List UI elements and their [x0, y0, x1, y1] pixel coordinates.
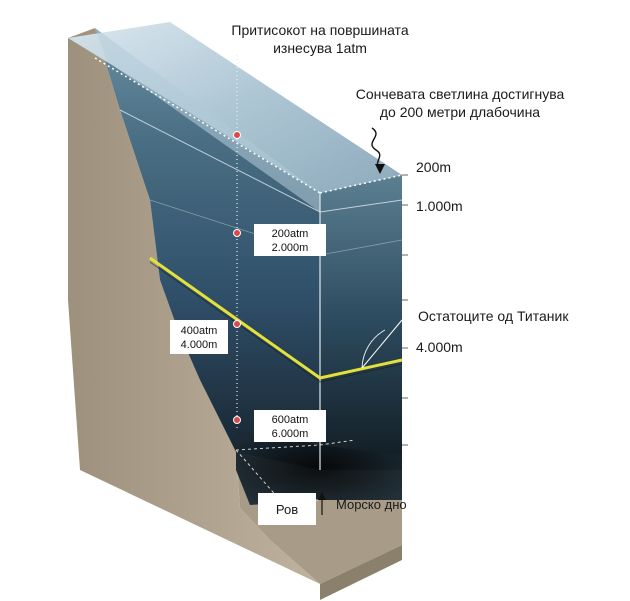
seabed-label: Морско дно [336, 497, 407, 512]
titanic-label: Остатоците од Титаник [418, 308, 569, 324]
pressure-400atm-text: 400atm [181, 325, 218, 337]
depth-6000m-text: 6.000m [272, 428, 309, 440]
sunlight-label-line1: Сончевата светлина достигнува [356, 86, 565, 102]
trench-label-box: Ров [258, 493, 316, 525]
pressure-marker-surface [234, 132, 241, 139]
pressure-200atm-text: 200atm [272, 228, 309, 240]
pressure-marker-600atm [234, 417, 241, 424]
depth-4000m-text: 4.000m [181, 339, 218, 351]
depth-label-4000m: 4.000m [416, 339, 463, 355]
sunlight-label-line2: до 200 метри длабочина [380, 104, 540, 120]
pressure-marker-200atm [234, 230, 241, 237]
pressure-box-600atm: 600atm 6.000m [254, 410, 326, 442]
pressure-box-200atm: 200atm 2.000m [254, 224, 326, 256]
depth-label-1000m: 1.000m [416, 198, 463, 214]
surface-pressure-label-line1: Притисокот на површината [231, 22, 408, 38]
trench-label: Ров [276, 502, 298, 517]
surface-pressure-label-line2: изнесува 1atm [273, 40, 367, 56]
depth-scale [402, 175, 408, 445]
depth-2000m-text: 2.000m [272, 242, 309, 254]
pressure-600atm-text: 600atm [272, 414, 309, 426]
water-side-face [320, 175, 402, 470]
depth-label-200m: 200m [416, 159, 451, 175]
pressure-box-400atm: 400atm 4.000m [170, 320, 228, 354]
pressure-marker-400atm [234, 321, 241, 328]
